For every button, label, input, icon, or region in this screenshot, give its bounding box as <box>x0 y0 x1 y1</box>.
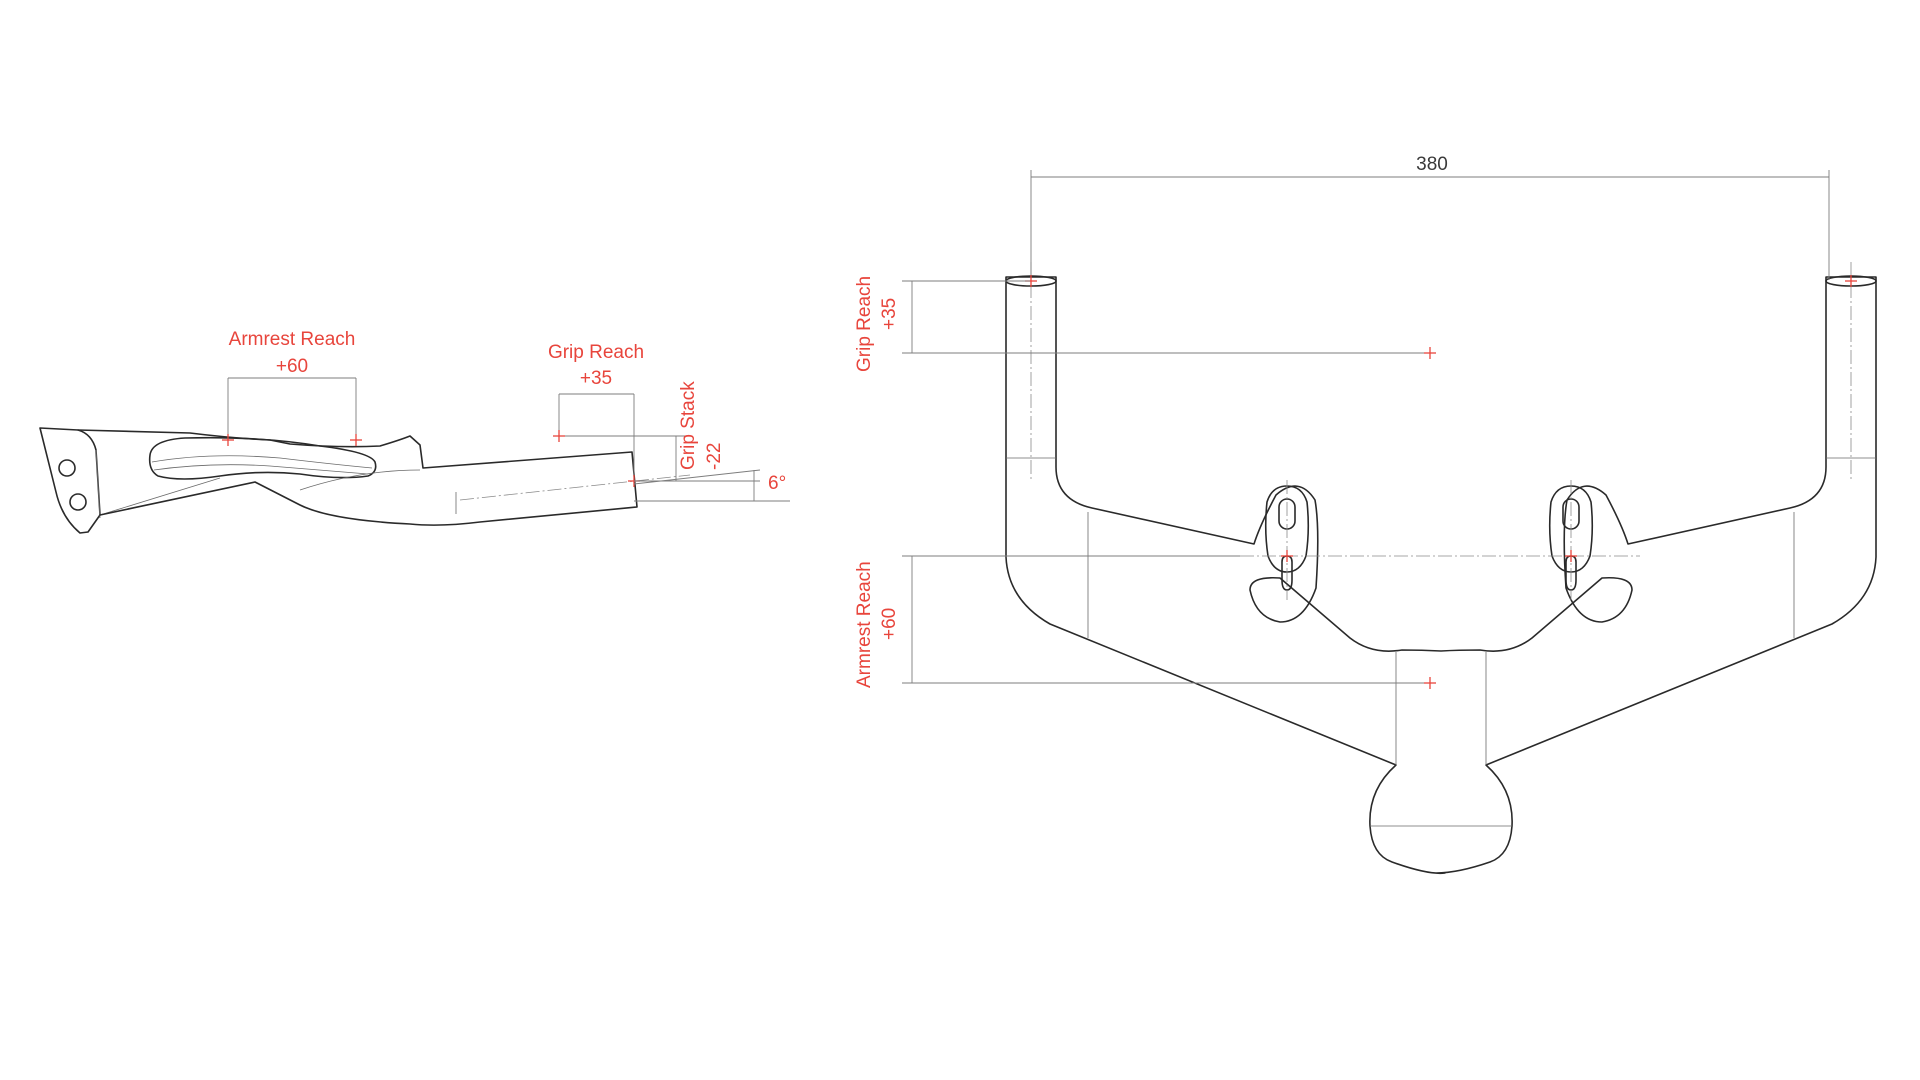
side-grip-reach-title: Grip Reach <box>548 342 644 363</box>
side-armrest-point-b <box>350 434 362 446</box>
side-view-clamp <box>39 427 101 534</box>
side-view: Armrest Reach +60 Grip Reach +35 Grip St… <box>39 329 790 534</box>
top-right-armrest-point <box>1565 550 1577 562</box>
side-angle-label: 6° <box>768 473 786 494</box>
side-grip-reach-value: +35 <box>580 368 612 389</box>
side-view-armrest-pad <box>148 436 377 480</box>
top-view: 380 Grip Reach +35 Armrest Reach +60 <box>854 154 1877 875</box>
side-grip-stack-title: Grip Stack <box>678 381 699 470</box>
top-center-armrest-point <box>1424 677 1436 689</box>
top-view-body <box>1005 276 1877 875</box>
top-center-grip-point <box>1424 347 1436 359</box>
top-left-armrest-point <box>1281 550 1293 562</box>
top-right-grip-point <box>1845 275 1857 287</box>
top-width-label: 380 <box>1416 154 1448 175</box>
side-view-bolt-hole-bottom <box>69 493 87 511</box>
side-view-bolt-hole-top <box>58 459 76 477</box>
side-armrest-reach-value: +60 <box>276 356 308 377</box>
top-armrest-reach-value: +60 <box>879 608 900 640</box>
side-grip-stack-value: -22 <box>704 443 725 470</box>
side-armrest-reach-title: Armrest Reach <box>229 329 356 350</box>
side-armrest-point-a <box>222 434 234 446</box>
top-grip-reach-value: +35 <box>879 298 900 330</box>
top-armrest-reach-title: Armrest Reach <box>854 561 875 688</box>
top-grip-reach-title: Grip Reach <box>854 276 875 372</box>
side-grip-point-a <box>553 430 565 442</box>
